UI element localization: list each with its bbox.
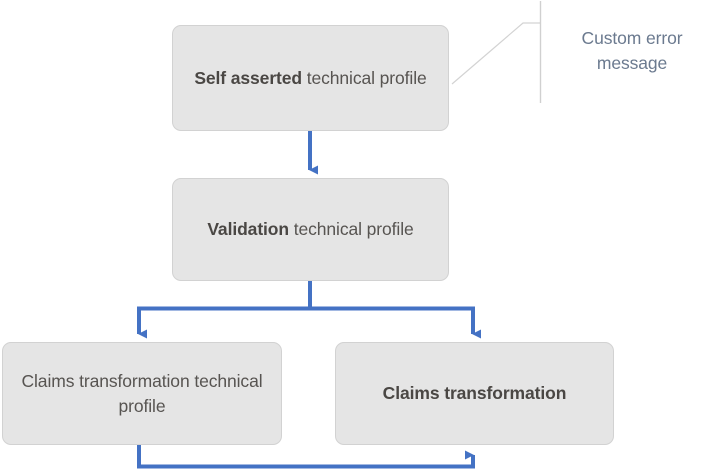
node-claims-transformation-technical-profile[interactable]: Claims transformation technical profile	[2, 342, 282, 445]
node-self-asserted-label: Self asserted technical profile	[194, 66, 426, 91]
edge-claims-transformation-feedback-loop	[137, 445, 475, 469]
node-claims-transformation[interactable]: Claims transformation	[335, 342, 614, 445]
callout-leader-line	[451, 1, 542, 103]
node-self-asserted-rest: technical profile	[301, 67, 427, 88]
node-claims-transformation-technical-profile-text: Claims transformation technical profile	[21, 370, 263, 416]
node-claims-transformation-text: Claims transformation	[382, 383, 567, 404]
callout-line-2: message	[596, 53, 668, 74]
node-validation-bold: Validation	[207, 219, 289, 240]
node-claims-transformation-technical-profile-label: Claims transformation technical profile	[17, 369, 267, 419]
node-claims-transformation-label: Claims transformation	[383, 381, 567, 406]
node-self-asserted-bold: Self asserted	[194, 67, 302, 88]
callout-line-1: Custom error	[581, 28, 683, 48]
node-validation-technical-profile[interactable]: Validation technical profile	[172, 178, 449, 281]
node-validation-label: Validation technical profile	[207, 217, 413, 242]
node-validation-rest: technical profile	[288, 219, 414, 240]
callout-custom-error-message: Custom error message	[556, 26, 708, 77]
node-self-asserted-technical-profile[interactable]: Self asserted technical profile	[172, 25, 449, 131]
edge-validation-branch-bus	[139, 281, 312, 311]
